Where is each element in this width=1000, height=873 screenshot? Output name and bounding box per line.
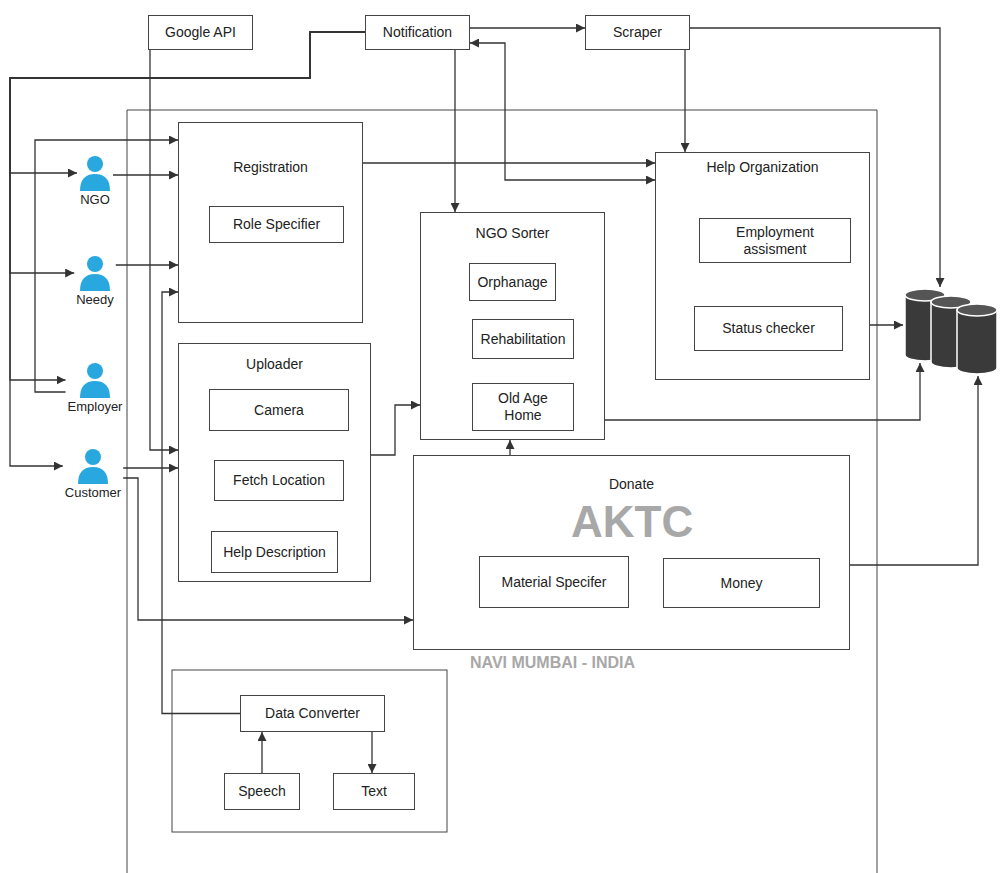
actor-label-row: Customer [63, 484, 123, 501]
actor-label-row: Needy [74, 291, 116, 308]
connector [261, 732, 262, 773]
database-cylinder [957, 310, 997, 374]
person-body [80, 274, 110, 291]
person-body [78, 467, 108, 484]
connector [470, 27, 585, 28]
connector [116, 264, 178, 265]
person-icon [77, 155, 113, 191]
connector [150, 50, 178, 450]
group-heading: Help Organization [656, 159, 869, 176]
box-label: Money [720, 575, 762, 592]
box-label: Status checker [722, 320, 815, 337]
process-box: Rehabilitation [472, 319, 574, 359]
process-box: Camera [209, 389, 349, 431]
group-box: DonateMaterial Specifer Money [413, 455, 850, 650]
box-label: Google API [165, 24, 236, 41]
connector [371, 405, 420, 455]
connector [10, 32, 365, 380]
group-box: RegistrationRole Specifier [178, 122, 363, 323]
connector [363, 162, 655, 163]
connector [113, 174, 178, 175]
actor: Customer [63, 448, 123, 501]
process-box: Notification [365, 15, 470, 50]
box-label: Text [361, 783, 387, 800]
process-box: Text [333, 773, 415, 810]
process-box: Money [663, 558, 820, 608]
database-wire [870, 324, 903, 325]
actor-label-row: NGO [77, 191, 113, 208]
process-box: Old Age Home [472, 383, 574, 431]
connector [123, 467, 178, 468]
box-label: Employment assisment [706, 224, 844, 258]
process-box: Employment assisment [699, 218, 851, 263]
process-box: Orphanage [469, 263, 556, 301]
box-label: Help Description [223, 544, 326, 561]
actor-label: NGO [80, 192, 110, 208]
database-cylinder-top [957, 304, 997, 316]
process-box: Speech [224, 773, 300, 810]
process-box: Fetch Location [214, 460, 344, 501]
box-label: Fetch Location [233, 472, 325, 489]
connector [371, 732, 372, 773]
box-label: Notification [383, 24, 452, 41]
actor: Employer [66, 362, 125, 415]
process-box: Google API [148, 15, 253, 50]
box-label: Old Age Home [479, 390, 567, 424]
box-label: Orphanage [477, 274, 547, 291]
box-label: Scraper [613, 24, 662, 41]
person-body [80, 381, 110, 398]
person-body [80, 174, 110, 191]
actor-label: Employer [68, 399, 123, 415]
person-head [87, 156, 103, 172]
connector [35, 140, 178, 392]
process-box: Role Specifier [209, 206, 344, 243]
box-label: Data Converter [265, 705, 360, 722]
connector [509, 440, 510, 455]
actor: NGO [77, 155, 113, 208]
group-heading: Donate [414, 476, 849, 493]
group-box: Help OrganizationEmployment assismentSta… [655, 152, 870, 380]
box-label: Speech [238, 783, 285, 800]
actor-label: Customer [65, 485, 121, 501]
actor-label: Needy [76, 292, 114, 308]
person-head [85, 449, 101, 465]
connector [454, 50, 455, 212]
system-boundary [127, 110, 877, 873]
box-label: Role Specifier [233, 216, 320, 233]
actor-label-row: Employer [66, 398, 125, 415]
person-icon [75, 448, 111, 484]
group-heading: Registration [179, 159, 362, 176]
connector [470, 43, 655, 180]
group-heading: NGO Sorter [421, 225, 604, 242]
group-box: UploaderCameraFetch LocationHelp Descrip… [178, 343, 371, 582]
process-box: Material Specifer [479, 556, 629, 608]
person-head [87, 363, 103, 379]
watermark-text: AKTC [571, 497, 693, 547]
box-label: Rehabilitation [481, 331, 566, 348]
process-box: Scraper [585, 15, 690, 50]
process-box: Data Converter [240, 695, 385, 732]
group-heading: Uploader [179, 356, 370, 373]
process-box: Status checker [694, 306, 843, 351]
box-label: Camera [254, 402, 304, 419]
converter-group-box [172, 670, 447, 832]
process-box: Help Description [211, 531, 338, 573]
person-head [87, 256, 103, 272]
database-wire [850, 376, 978, 565]
connector [684, 50, 685, 152]
box-label: Material Specifer [501, 574, 606, 591]
watermark-text: NAVI MUMBAI - INDIA [470, 654, 635, 672]
person-icon [77, 362, 113, 398]
person-icon [77, 255, 113, 291]
group-box: NGO SorterOrphanageRehabilitationOld Age… [420, 212, 605, 440]
actor: Needy [74, 255, 116, 308]
